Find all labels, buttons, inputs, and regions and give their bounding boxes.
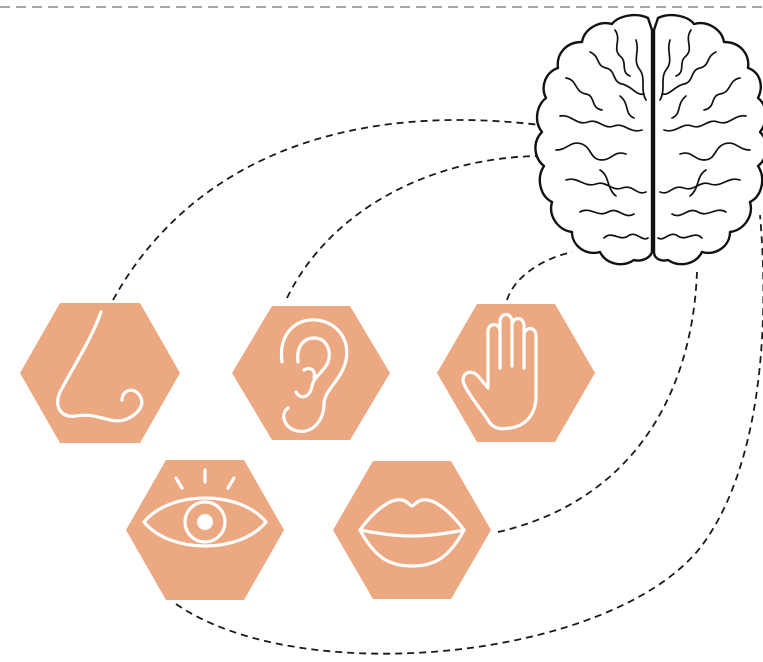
- brain-fold: [614, 29, 631, 77]
- lips-hexagon: [333, 461, 491, 599]
- brain-fold: [579, 209, 635, 217]
- brain-fold: [619, 95, 635, 119]
- brain-fold: [679, 142, 751, 161]
- brain-fold: [689, 169, 707, 197]
- hand-icon: [461, 312, 538, 431]
- eye-pupil: [197, 514, 213, 530]
- ear-hexagon: [232, 306, 390, 440]
- brain-fold: [661, 51, 717, 96]
- brain-fold: [671, 209, 727, 217]
- brain-fold: [671, 95, 687, 119]
- sense-smell: [20, 303, 180, 443]
- sense-sight: [126, 460, 284, 600]
- brain-fold: [599, 169, 617, 197]
- connector-ear-to-brain: [286, 155, 539, 299]
- brain-fold: [559, 114, 643, 132]
- sense-hearing: [232, 306, 390, 440]
- ear-icon: [279, 318, 349, 433]
- connector-hand-to-brain: [506, 251, 573, 301]
- nose-icon: [56, 310, 144, 423]
- brain-fold: [657, 233, 703, 240]
- eye-icon: [142, 468, 268, 548]
- brain-fold: [703, 77, 741, 111]
- lips-icon: [358, 498, 466, 568]
- sense-touch: [437, 304, 595, 442]
- brain-fold: [635, 39, 647, 101]
- brain-right-hemisphere: [652, 13, 763, 266]
- sense-taste: [333, 461, 491, 599]
- brain-fold: [663, 114, 747, 132]
- brain-left-hemisphere: [534, 13, 654, 266]
- connector-nose-to-brain: [112, 119, 541, 301]
- connector-lips-to-brain: [497, 271, 698, 533]
- brain-fold: [659, 39, 671, 101]
- brain-fold: [565, 77, 603, 111]
- brain-fold: [589, 51, 645, 96]
- brain-fold: [555, 142, 627, 161]
- brain-icon: [534, 13, 763, 266]
- nose-hexagon: [20, 303, 180, 443]
- brain-fold: [603, 233, 649, 240]
- hand-hexagon: [437, 304, 595, 442]
- brain-fold: [675, 29, 692, 77]
- connector-lines: [112, 119, 763, 655]
- connector-eye-to-brain: [175, 214, 763, 655]
